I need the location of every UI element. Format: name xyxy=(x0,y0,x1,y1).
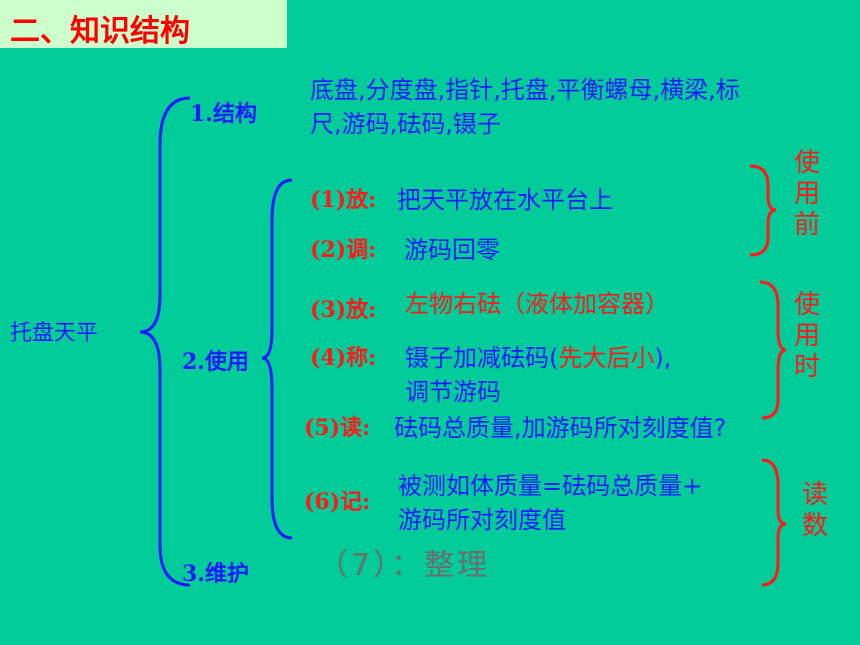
step-6-text: 被测如体质量=砝码总质量+ xyxy=(398,472,703,500)
page-title: 二、知识结构 xyxy=(10,14,190,49)
step-1-label: (1)放: xyxy=(310,187,377,213)
step-3-label: (3)放: xyxy=(310,297,377,323)
step-4-text-line-2: 调节游码 xyxy=(405,378,501,406)
structure-label: 1.结构 xyxy=(190,101,257,127)
maintenance-label: 3.维护 xyxy=(182,561,249,587)
step-2-label: (2)调: xyxy=(310,237,377,263)
structure-line-1: 底盘,分度盘,指针,托盘,平衡螺母,横梁,标 xyxy=(310,76,740,104)
reading-brace xyxy=(761,458,787,587)
step-4-text-c: ), xyxy=(654,344,672,372)
reading-label: 读数 xyxy=(801,480,828,541)
main-brace xyxy=(139,96,191,587)
during-use-label: 使用时 xyxy=(793,290,820,382)
during-use-brace xyxy=(759,280,787,420)
step-6-label: (6)记: xyxy=(304,489,371,515)
title-banner xyxy=(0,0,287,48)
step-4-text: 镊子加减砝码(先大后小), xyxy=(405,338,671,373)
usage-brace xyxy=(261,178,293,540)
step-6-text-line-2: 游码所对刻度值 xyxy=(398,506,566,534)
root-label: 托盘天平 xyxy=(10,321,99,346)
step-4-text-emphasis: 先大后小 xyxy=(558,344,655,372)
structure-line-2: 尺,游码,砝码,镊子 xyxy=(310,110,501,138)
step-5-text: 砝码总质量,加游码所对刻度值? xyxy=(394,414,727,442)
step-7-text: （7）：整理 xyxy=(318,548,491,583)
before-use-label: 使用前 xyxy=(793,148,820,240)
usage-label: 2.使用 xyxy=(182,349,249,375)
step-4-label: (4)称: xyxy=(310,345,377,371)
step-5-label: (5)读: xyxy=(304,415,371,441)
step-4-text-a: 镊子加减砝码( xyxy=(405,344,559,372)
step-3-text: 左物右砝（液体加容器） xyxy=(405,290,669,318)
step-2-text: 游码回零 xyxy=(404,236,500,264)
step-1-text: 把天平放在水平台上 xyxy=(397,186,613,214)
before-use-brace xyxy=(749,164,777,257)
